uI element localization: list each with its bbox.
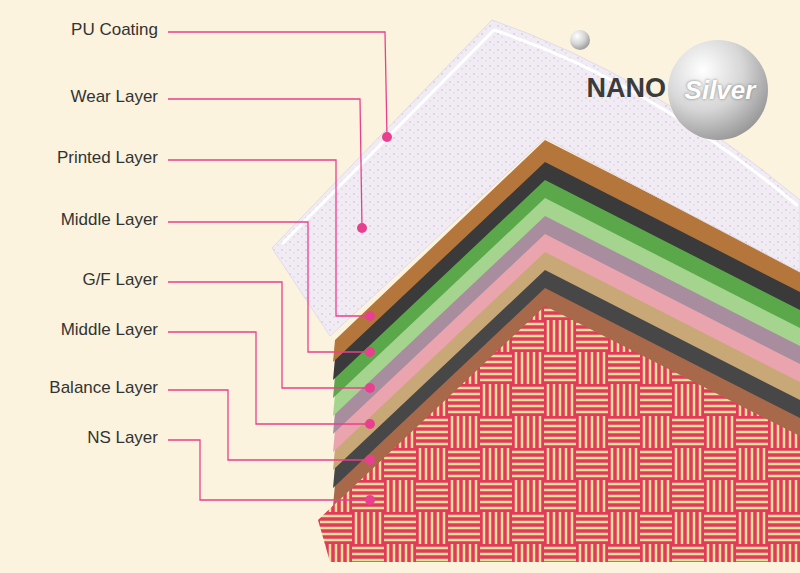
- leader-dot: [382, 132, 392, 142]
- logo-text: Silver: [685, 80, 756, 100]
- leader-dot: [365, 419, 375, 429]
- leader-line: [168, 332, 370, 424]
- leader-dot: [365, 455, 375, 465]
- leader-dot: [357, 223, 367, 233]
- leader-line: [168, 32, 387, 137]
- layer-label: NS Layer: [87, 428, 158, 448]
- leader-line: [168, 440, 370, 500]
- layer-label: G/F Layer: [82, 270, 158, 290]
- logo-text: NANO: [587, 78, 667, 98]
- leader-dot: [365, 347, 375, 357]
- layer-label: Wear Layer: [70, 87, 158, 107]
- leader-dot: [365, 383, 375, 393]
- layer-label: Printed Layer: [57, 148, 158, 168]
- leader-dot: [365, 495, 375, 505]
- leader-line: [168, 99, 362, 228]
- leader-line: [168, 282, 370, 388]
- leader-line: [168, 390, 370, 460]
- layer-label: Middle Layer: [61, 210, 158, 230]
- layer-label: Middle Layer: [61, 320, 158, 340]
- layer-label: Balance Layer: [49, 378, 158, 398]
- leader-line: [168, 160, 370, 316]
- layer-label: PU Coating: [71, 20, 158, 40]
- leader-dot: [365, 311, 375, 321]
